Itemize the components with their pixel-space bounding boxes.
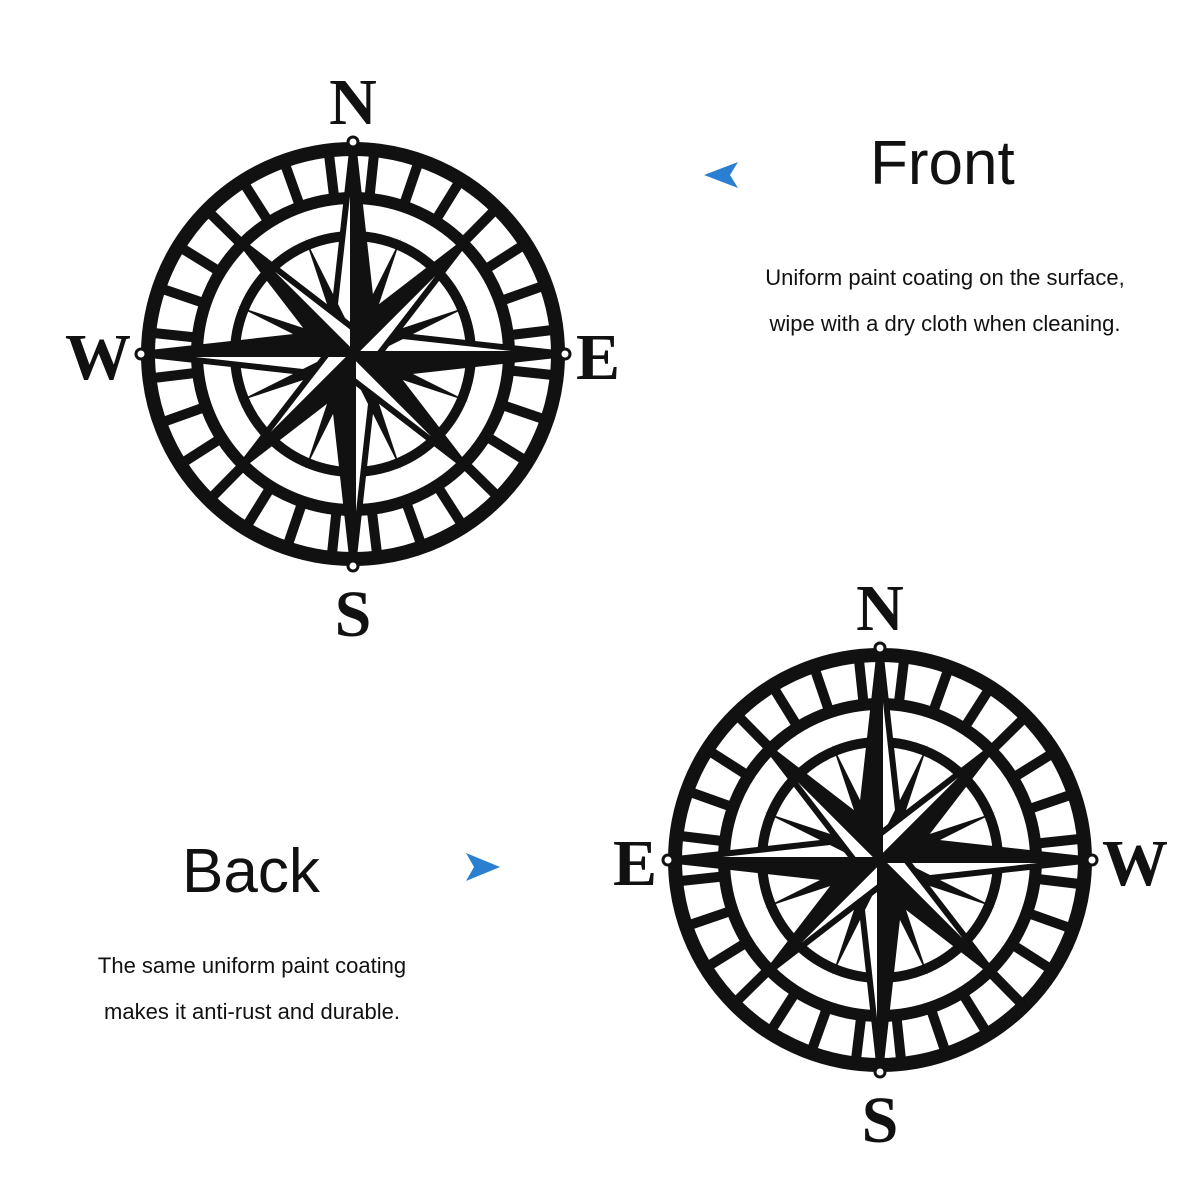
letter-west-mirrored: W [1102,827,1168,900]
front-description: Uniform paint coating on the surface, wi… [720,255,1170,347]
compass-rose-icon: N E S W [65,66,620,651]
back-compass-image: N E S W [580,560,1180,1160]
letter-south-mirrored: S [862,1084,899,1157]
letter-west: W [65,321,131,394]
back-description-line: makes it anti-rust and durable. [104,999,400,1024]
back-description: The same uniform paint coating makes it … [52,943,452,1035]
back-arrow-pointer [462,850,502,884]
back-heading: Back [182,837,320,906]
compass-rose-body [134,135,572,573]
front-compass-image: N E S W [53,54,653,654]
letter-south: S [335,578,372,651]
front-description-line: Uniform paint coating on the surface, [765,265,1125,290]
arrow-pointer-icon [466,853,500,881]
compass-rose-body [661,641,1099,1079]
compass-rose-icon: N E S W [613,572,1168,1157]
back-description-line: The same uniform paint coating [97,953,407,978]
front-heading: Front [870,129,1015,198]
arrow-pointer-icon [704,162,738,188]
letter-north-mirrored: N [856,572,904,645]
front-arrow-pointer [702,160,742,190]
front-description-line: wipe with a dry cloth when cleaning. [769,311,1121,336]
letter-east-mirrored: E [613,827,657,900]
letter-east: E [576,321,620,394]
letter-north: N [329,66,377,139]
